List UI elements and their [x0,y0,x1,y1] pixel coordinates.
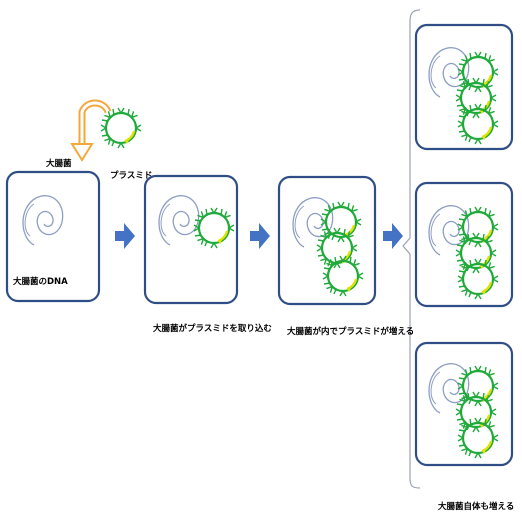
cell-step1 [143,174,239,305]
bacterium-label: 大腸菌 [46,159,72,169]
step-arrow-icon [383,223,403,249]
bacterial-dna-label: 大腸菌のDNA [13,277,68,287]
cell-original [5,170,101,303]
step2-caption: 大腸菌が内でプラスミドが増える [287,327,415,337]
step-arrow-icon [115,223,135,249]
cell-step2 [277,175,377,306]
step1-caption: 大腸菌がプラスミドを取り込む [153,324,272,334]
step-arrow-icon [250,223,270,249]
plasmid-label: プラスミド [110,171,153,181]
insert-arrow-icon [70,99,112,162]
step3-caption: 大腸菌自体も増える [438,502,515,512]
plasmid-icon [99,106,143,150]
bracket [402,9,421,489]
